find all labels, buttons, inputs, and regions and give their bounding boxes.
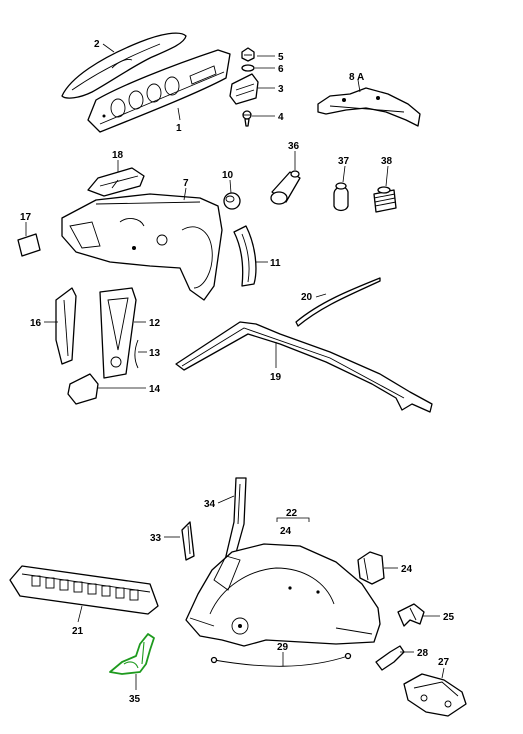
part-17-cover[interactable] [17,233,41,257]
leader-lines [25,43,445,690]
part-6-washer[interactable] [241,64,255,72]
part-18-panel[interactable] [87,167,145,197]
part-25-hinge[interactable] [397,603,425,627]
callout-16: 16 [30,318,42,329]
callout-2: 2 [94,39,100,50]
part-19-roof-frame[interactable] [175,321,433,413]
part-14-end-cap[interactable] [67,373,99,405]
part-16-pillar[interactable] [55,287,77,365]
callout-38: 38 [381,156,393,167]
part-11-strip[interactable] [233,225,257,287]
part-5-nut[interactable] [241,47,255,62]
part-10-plug[interactable] [223,192,241,210]
part-20-roof-strip[interactable] [295,277,381,327]
callout-12: 12 [149,318,161,329]
callout-19: 19 [270,372,282,383]
callout-3: 3 [278,84,284,95]
callout-21: 21 [72,626,84,637]
callout-24-group: 24 [280,526,292,537]
part-33-bracket[interactable] [181,521,195,561]
callout-25: 25 [443,612,455,623]
callout-11: 11 [270,258,281,269]
part-29-cable[interactable] [210,652,352,667]
callout-37: 37 [338,156,350,167]
part-35-bracket-highlighted[interactable] [109,633,155,675]
part-24-bracket[interactable] [357,551,385,585]
part-8a-crossmember[interactable] [317,87,421,127]
callout-24: 24 [401,564,413,575]
part-27-mount[interactable] [403,673,467,717]
callout-labels: 2 1 5 6 3 4 8 A 18 17 7 10 36 37 38 11 2… [20,39,455,705]
callout-13: 13 [149,348,161,359]
part-36-bumper[interactable] [270,170,301,205]
callout-34: 34 [204,499,216,510]
part-37-stop[interactable] [333,182,349,212]
callout-33: 33 [150,533,162,544]
callout-10: 10 [222,170,234,181]
callout-8a: 8 A [349,72,364,83]
part-2-dash-trim[interactable] [61,32,187,99]
callout-1: 1 [176,123,182,134]
callout-28: 28 [417,648,429,659]
callout-5: 5 [278,52,284,63]
part-21-floor-panel[interactable] [9,565,159,615]
callout-14: 14 [149,384,161,395]
callout-20: 20 [301,292,313,303]
part-38-grommet[interactable] [373,186,397,213]
part-13-clip[interactable] [134,339,139,369]
callout-22: 22 [286,508,298,519]
callout-17: 17 [20,212,32,223]
callout-36: 36 [288,141,300,152]
part-1-dashboard[interactable] [87,49,231,133]
part-12-pillar-panel[interactable] [99,287,137,379]
part-28-clip[interactable] [375,645,405,671]
part-7-wheel-housing[interactable] [61,193,223,301]
callout-27: 27 [438,657,450,668]
callout-29: 29 [277,642,289,653]
part-3-bracket[interactable] [229,73,259,105]
callout-35: 35 [129,694,141,705]
part-34-strip[interactable] [225,477,247,561]
callout-4: 4 [278,112,284,123]
callout-18: 18 [112,150,124,161]
callout-7: 7 [183,178,189,189]
callout-6: 6 [278,64,284,75]
part-22-24-rear-quarter[interactable] [185,517,381,647]
part-4-screw[interactable] [242,110,252,127]
